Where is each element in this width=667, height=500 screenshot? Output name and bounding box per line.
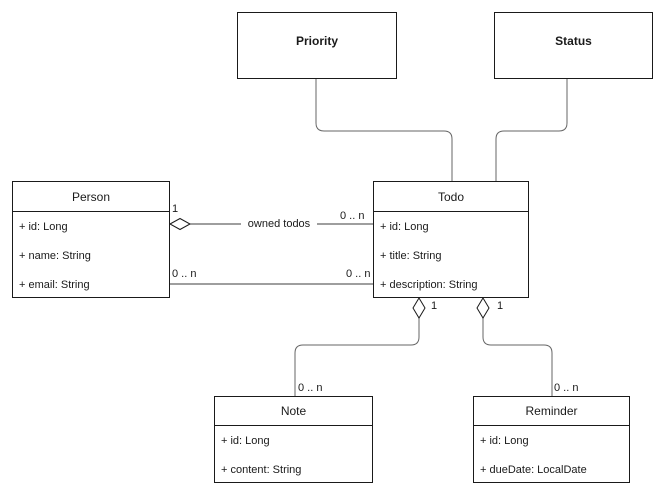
class-note-title: Note	[215, 397, 372, 426]
multiplicity-person-todo-to: 0 .. n	[346, 268, 371, 280]
multiplicity-todo-reminder-from: 1	[497, 300, 504, 312]
class-person-title: Person	[13, 182, 169, 212]
class-reminder[interactable]: Reminder + id: Long + dueDate: LocalDate	[473, 396, 630, 483]
aggregation-diamond-person	[168, 217, 192, 231]
attribute-person-id: + id: Long	[19, 220, 68, 233]
association-priority-todo[interactable]	[315, 79, 453, 181]
association-todo-note[interactable]	[294, 297, 426, 396]
class-reminder-title: Reminder	[474, 397, 629, 426]
attribute-person-email: + email: String	[19, 278, 90, 291]
class-todo-title: Todo	[374, 182, 528, 212]
multiplicity-todo-owned-todos: 0 .. n	[340, 210, 365, 222]
multiplicity-todo-reminder-to: 0 .. n	[554, 382, 579, 394]
class-status-title: Status	[555, 34, 592, 48]
class-person[interactable]: Person + id: Long + name: String + email…	[12, 181, 170, 298]
attribute-todo-description: + description: String	[380, 278, 478, 291]
attribute-person-name: + name: String	[19, 249, 91, 262]
class-note[interactable]: Note + id: Long + content: String	[214, 396, 373, 483]
association-todo-reminder[interactable]	[476, 297, 553, 396]
attribute-todo-id: + id: Long	[380, 220, 429, 233]
multiplicity-person-owned-todos: 1	[172, 203, 179, 215]
association-label-owned-todos: owned todos	[241, 218, 317, 230]
attribute-note-content: + content: String	[221, 463, 302, 476]
multiplicity-todo-note-from: 1	[431, 300, 438, 312]
class-priority-title: Priority	[295, 34, 338, 48]
aggregation-diamond-todo-note	[412, 297, 426, 319]
class-todo[interactable]: Todo + id: Long + title: String + descri…	[373, 181, 529, 298]
aggregation-diamond-todo-reminder	[476, 297, 490, 319]
association-status-todo[interactable]	[495, 79, 568, 181]
class-priority[interactable]: Priority	[237, 12, 397, 79]
attribute-note-id: + id: Long	[221, 434, 270, 447]
multiplicity-person-todo-from: 0 .. n	[172, 268, 197, 280]
attribute-reminder-duedate: + dueDate: LocalDate	[480, 463, 587, 476]
class-status[interactable]: Status	[494, 12, 653, 79]
multiplicity-todo-note-to: 0 .. n	[298, 382, 323, 394]
attribute-todo-title: + title: String	[380, 249, 442, 262]
attribute-reminder-id: + id: Long	[480, 434, 529, 447]
